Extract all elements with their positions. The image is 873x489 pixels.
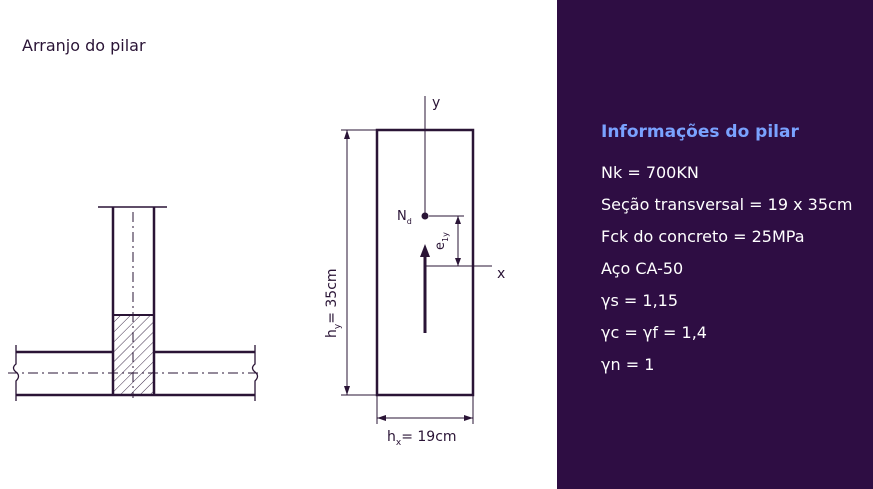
hx-dimension-label: hx= 19cm — [387, 429, 457, 448]
ecc-arrow-bottom — [455, 258, 461, 266]
break-mark-right — [251, 345, 259, 401]
elevation-view — [8, 206, 262, 401]
load-arrow-head — [420, 244, 430, 257]
info-item-gamma-c-f: γc = γf = 1,4 — [601, 323, 707, 342]
info-panel-title: Informações do pilar — [601, 122, 799, 142]
info-list: Nk = 700KN Seção transversal = 19 x 35cm… — [601, 162, 852, 386]
info-item-fck: Fck do concreto = 25MPa — [601, 227, 805, 246]
slide-title: Arranjo do pilar — [22, 36, 146, 55]
info-panel: Informações do pilar Nk = 700KN Seção tr… — [557, 0, 873, 489]
x-axis-label: x — [497, 266, 505, 282]
hy-arrow-top — [344, 130, 350, 139]
drawing-area: Arranjo do pilar — [8, 36, 506, 448]
load-point — [421, 212, 429, 220]
break-mark-left — [12, 345, 20, 401]
column-arrangement-drawing: y x Nd e1y hy= 35cm hx= 19cm — [8, 95, 505, 448]
info-item-nk: Nk = 700KN — [601, 163, 699, 182]
hx-arrow-left — [377, 415, 386, 421]
hx-arrow-right — [464, 415, 473, 421]
cross-section-view — [341, 96, 492, 424]
ecc-arrow-top — [455, 216, 461, 224]
y-axis-label: y — [432, 95, 440, 111]
hatched-joint — [112, 314, 155, 396]
info-item-gamma-n: γn = 1 — [601, 355, 655, 374]
eccentricity-label: e1y — [433, 232, 450, 250]
hy-arrow-bottom — [344, 386, 350, 395]
info-item-gamma-s: γs = 1,15 — [601, 291, 679, 310]
load-label: Nd — [397, 209, 412, 226]
info-item-steel: Aço CA-50 — [601, 259, 684, 278]
hy-dimension-label: hy= 35cm — [324, 268, 343, 338]
info-item-section: Seção transversal = 19 x 35cm — [601, 195, 853, 214]
